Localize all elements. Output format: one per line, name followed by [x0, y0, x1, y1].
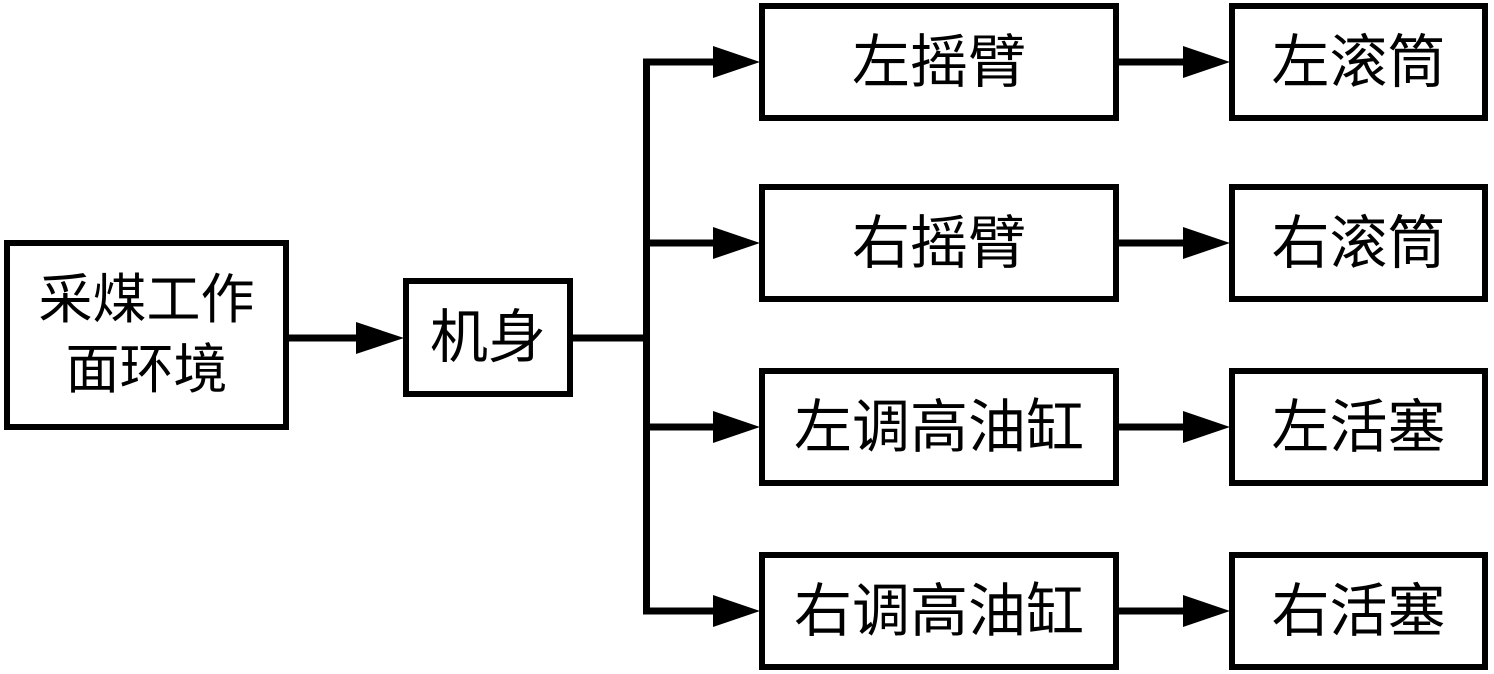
node-right-piston: 右活塞 [1229, 552, 1488, 670]
node-right-drum-label: 右滚筒 [1271, 208, 1446, 277]
node-coal-face-environment: 采煤工作 面环境 [4, 240, 289, 430]
node-right-drum: 右滚筒 [1229, 184, 1488, 302]
node-right-height-adjust-cylinder-label: 右调高油缸 [793, 576, 1084, 645]
arrowhead-row3-to-target [1183, 411, 1230, 443]
arrowhead-spine-row3 [713, 411, 760, 443]
node-left-piston: 左活塞 [1229, 368, 1488, 486]
arrowhead-row4-to-target [1183, 595, 1230, 627]
node-label-line1: 采煤工作 [38, 268, 255, 331]
node-left-rocker-arm: 左摇臂 [759, 3, 1119, 121]
node-machine-body-label: 机身 [429, 303, 546, 372]
arrowhead-root-to-body [356, 322, 404, 354]
node-left-drum-label: 左滚筒 [1271, 27, 1446, 96]
node-coal-face-environment-label: 采煤工作 面环境 [39, 265, 255, 405]
node-left-drum: 左滚筒 [1229, 3, 1488, 121]
node-machine-body: 机身 [403, 278, 573, 397]
node-left-rocker-arm-label: 左摇臂 [851, 27, 1026, 96]
arrowhead-row2-to-target [1183, 227, 1230, 259]
node-right-rocker-arm-label: 右摇臂 [851, 208, 1026, 277]
node-right-height-adjust-cylinder: 右调高油缸 [759, 552, 1119, 670]
node-label-line2: 面环境 [65, 338, 228, 401]
node-left-height-adjust-cylinder-label: 左调高油缸 [793, 392, 1084, 461]
node-left-piston-label: 左活塞 [1271, 392, 1446, 461]
arrowhead-row1-to-target [1183, 46, 1230, 78]
node-right-rocker-arm: 右摇臂 [759, 184, 1119, 302]
node-left-height-adjust-cylinder: 左调高油缸 [759, 368, 1119, 486]
arrowhead-spine-row1 [713, 46, 760, 78]
arrowhead-spine-row4 [713, 595, 760, 627]
arrowhead-spine-row2 [713, 227, 760, 259]
node-right-piston-label: 右活塞 [1271, 576, 1446, 645]
